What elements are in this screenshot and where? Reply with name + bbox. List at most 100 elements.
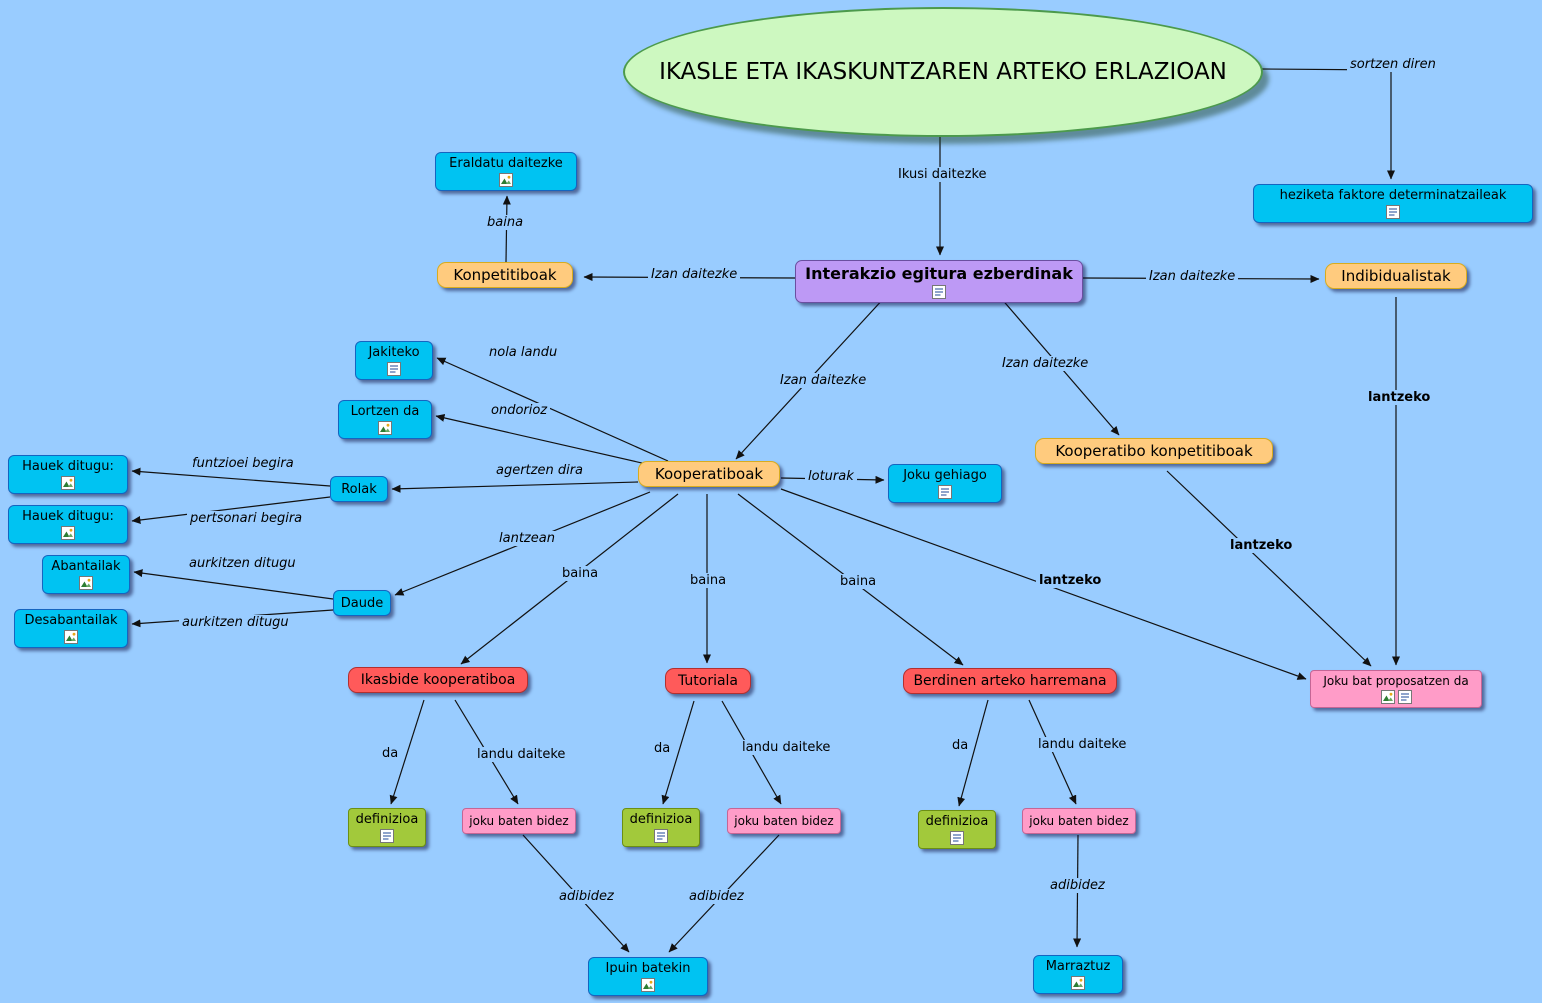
image-icon[interactable] [79, 576, 93, 590]
node-joku-baten-bidez-1[interactable]: joku baten bidez [462, 808, 576, 834]
image-icon[interactable] [1380, 690, 1395, 704]
node-jakiteko[interactable]: Jakiteko [355, 341, 433, 380]
edge-line [1028, 699, 1077, 805]
edge-line [391, 481, 639, 493]
node-rolak[interactable]: Rolak [330, 476, 388, 502]
link-label: Izan daitezke [648, 267, 741, 282]
link-label: landu daiteke [739, 740, 834, 755]
resource-icons [950, 831, 964, 845]
resource-icons [380, 829, 394, 843]
document-icon[interactable] [654, 829, 668, 843]
resource-icons [499, 173, 513, 187]
node-label: Joku gehiago [903, 468, 987, 483]
node-joku-bat-proposatzen-da[interactable]: Joku bat proposatzen da [1310, 670, 1482, 708]
document-icon[interactable] [1397, 690, 1412, 704]
link-label: baina [837, 574, 880, 589]
edge-line [131, 467, 331, 487]
node-label: Kooperatiboak [654, 465, 764, 483]
resource-icons [654, 829, 668, 843]
node-konpetitiboak[interactable]: Konpetitiboak [437, 262, 573, 288]
document-icon[interactable] [932, 285, 946, 299]
node-ipuin-batekin[interactable]: Ipuin batekin [588, 957, 708, 996]
node-kooperatiboak[interactable]: Kooperatiboak [638, 461, 780, 487]
image-icon[interactable] [641, 978, 655, 992]
resource-icons [1386, 205, 1400, 219]
resource-icons [1380, 690, 1412, 704]
document-icon[interactable] [387, 362, 401, 376]
node-heziketa-faktore[interactable]: heziketa faktore determinatzaileak [1253, 184, 1533, 223]
link-label: adibidez [686, 889, 747, 904]
edge-line [133, 569, 334, 600]
link-label: Izan daitezke [999, 356, 1092, 371]
link-label: landu daiteke [1035, 737, 1130, 752]
image-icon[interactable] [1071, 976, 1085, 990]
node-label: heziketa faktore determinatzaileak [1279, 188, 1507, 203]
link-label: nola landu [486, 345, 561, 360]
node-label: Abantailak [51, 559, 121, 574]
resource-icons [938, 485, 952, 499]
node-eraldatu-daitezke[interactable]: Eraldatu daitezke [435, 152, 577, 191]
image-icon[interactable] [378, 421, 392, 435]
document-icon[interactable] [950, 831, 964, 845]
node-label: Konpetitiboak [453, 266, 557, 284]
node-label: Hauek ditugu: [22, 459, 114, 474]
node-kooperatibo-konpetitiboak[interactable]: Kooperatibo konpetitiboak [1035, 438, 1273, 464]
node-label: definizioa [629, 812, 693, 827]
node-marraztuz[interactable]: Marraztuz [1033, 955, 1123, 994]
node-label: Tutoriala [677, 673, 739, 689]
node-hauek-ditugu-1[interactable]: Hauek ditugu: [8, 455, 128, 494]
resource-icons [64, 630, 78, 644]
resource-icons [932, 285, 946, 299]
image-icon[interactable] [499, 173, 513, 187]
node-daude[interactable]: Daude [333, 590, 391, 616]
link-label: lantzeko [1227, 538, 1296, 553]
link-label: aurkitzen ditugu [186, 556, 299, 571]
node-indibidualistak[interactable]: Indibidualistak [1325, 263, 1467, 289]
link-label: lantzeko [1036, 573, 1105, 588]
document-icon[interactable] [938, 485, 952, 499]
node-lortzen-da[interactable]: Lortzen da [338, 400, 432, 439]
node-label: Lortzen da [350, 404, 420, 419]
link-label: funtzioei begira [189, 456, 297, 471]
node-definizioa-2[interactable]: definizioa [622, 808, 700, 847]
node-joku-baten-bidez-3[interactable]: joku baten bidez [1022, 808, 1136, 834]
node-tutoriala[interactable]: Tutoriala [665, 668, 751, 694]
node-label: Jakiteko [368, 345, 420, 360]
node-label: joku baten bidez [469, 814, 569, 828]
node-label: Hauek ditugu: [22, 509, 114, 524]
link-label: agertzen dira [493, 463, 587, 478]
document-icon[interactable] [380, 829, 394, 843]
resource-icons [61, 476, 75, 490]
document-icon[interactable] [1386, 205, 1400, 219]
image-icon[interactable] [64, 630, 78, 644]
node-joku-gehiago[interactable]: Joku gehiago [888, 464, 1002, 503]
link-label: ondorioz [488, 403, 551, 418]
link-label: baina [484, 215, 527, 230]
resource-icons [387, 362, 401, 376]
node-hauek-ditugu-2[interactable]: Hauek ditugu: [8, 505, 128, 544]
link-label: aurkitzen ditugu [179, 615, 292, 630]
node-joku-baten-bidez-2[interactable]: joku baten bidez [727, 808, 841, 834]
node-label: Berdinen arteko harremana [913, 673, 1107, 689]
image-icon[interactable] [61, 476, 75, 490]
node-label: Desabantailak [24, 613, 118, 628]
node-abantailak[interactable]: Abantailak [42, 555, 130, 594]
node-label: Joku bat proposatzen da [1323, 674, 1469, 688]
node-berdinen-arteko-harremana[interactable]: Berdinen arteko harremana [903, 668, 1117, 694]
node-interakzio-egitura[interactable]: Interakzio egitura ezberdinak [795, 260, 1083, 303]
node-ikasbide-kooperatiboa[interactable]: Ikasbide kooperatiboa [348, 667, 528, 693]
node-definizioa-1[interactable]: definizioa [348, 808, 426, 847]
link-label: loturak [805, 469, 857, 484]
link-label: da [949, 738, 972, 753]
node-label: definizioa [355, 812, 419, 827]
image-icon[interactable] [61, 526, 75, 540]
link-label: da [379, 746, 402, 761]
node-definizioa-3[interactable]: definizioa [918, 810, 996, 849]
main-topic-node[interactable]: IKASLE ETA IKASKUNTZAREN ARTEKO ERLAZIOA… [623, 7, 1263, 137]
node-desabantailak[interactable]: Desabantailak [14, 609, 128, 648]
resource-icons [79, 576, 93, 590]
node-label: Kooperatibo konpetitiboak [1055, 442, 1253, 460]
link-label: lantzean [496, 531, 558, 546]
